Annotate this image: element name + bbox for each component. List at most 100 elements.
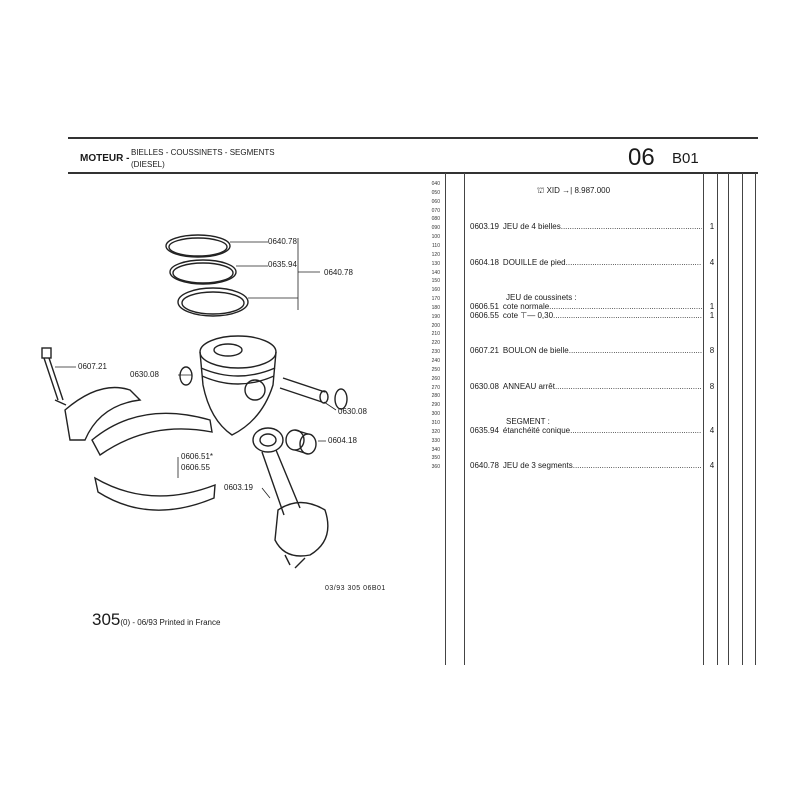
part-quantity: 1: [709, 222, 715, 232]
leader-dots: ........................................…: [560, 222, 702, 232]
group-heading: JEU de coussinets :: [470, 293, 738, 302]
part-quantity: 4: [709, 461, 715, 471]
line-number: 340: [431, 446, 440, 453]
line-number: 350: [431, 455, 440, 462]
part-reference: 0606.55: [470, 310, 499, 320]
line-number: 050: [431, 189, 440, 196]
heading-text: SEGMENT :: [506, 416, 550, 426]
leader-dots: ........................................…: [572, 461, 702, 471]
conrod-cap: [64, 386, 142, 441]
leader-dots: ........................................…: [565, 257, 702, 267]
page-title: BIELLES - COUSSINETS - SEGMENTS: [131, 148, 275, 157]
line-number: 230: [431, 349, 440, 356]
part-designation: JEU de 3 segments: [502, 461, 573, 471]
oversize-value: 0,30: [537, 310, 554, 320]
col-rule: [755, 173, 756, 665]
line-number: 120: [431, 251, 440, 258]
circlip-right: [334, 388, 348, 410]
oversize-icon: ⊤—: [518, 310, 538, 320]
part-designation: cote: [502, 310, 519, 320]
model-number: 305: [92, 610, 121, 629]
part-quantity: 1: [709, 310, 715, 320]
table-left-rule: [464, 173, 465, 665]
qty-left-rule: [703, 173, 704, 665]
part-quantity: 4: [709, 425, 715, 435]
part-quantity: 8: [709, 381, 715, 391]
group-number: 06: [628, 144, 655, 171]
engine-icon: ⛫: [537, 186, 545, 195]
line-number: 200: [431, 322, 440, 329]
piston-ring-oil: [177, 287, 249, 317]
callout-bearing-normal: 0606.51*: [181, 452, 214, 461]
bearing-shells: [91, 412, 216, 511]
line-number: 290: [431, 402, 440, 409]
callout-ring-top: 0640.78: [268, 237, 297, 246]
top-rule: [68, 137, 758, 139]
part-designation: JEU de 4 bielles: [502, 222, 561, 232]
plate-reference: 03/93 305 06B01: [325, 585, 386, 592]
line-number: 180: [431, 304, 440, 311]
line-number: 220: [431, 340, 440, 347]
circlip-left: [179, 366, 193, 386]
exploded-diagram: [41, 234, 348, 569]
callout-ring-middle: 0635.94: [268, 260, 297, 269]
leader-dots: ........................................…: [554, 381, 702, 391]
conrod-bolt: [41, 347, 67, 406]
connecting-rod: [252, 427, 329, 569]
leader-dots: ........................................…: [570, 425, 702, 435]
line-number: 150: [431, 278, 440, 285]
callout-ring-set: 0640.78: [324, 268, 353, 277]
piston-pin: [279, 377, 329, 404]
col-rule: [717, 173, 718, 665]
part-quantity: 8: [709, 346, 715, 356]
diagram-right-rule: [445, 173, 446, 665]
footer: 305(0) - 06/93 Printed in France: [92, 610, 220, 630]
col-rule: [728, 173, 729, 665]
line-number: 140: [431, 269, 440, 276]
line-number: 070: [431, 207, 440, 214]
line-number: 210: [431, 331, 440, 338]
group-heading: SEGMENT :: [470, 417, 738, 426]
callout-bearing-oversize: 0606.55: [181, 463, 210, 472]
line-number: 330: [431, 437, 440, 444]
callout-conrod: 0603.19: [224, 483, 253, 492]
line-number: 040: [431, 181, 440, 187]
part-quantity: 4: [709, 257, 715, 267]
piston-ring-top: [165, 234, 231, 258]
line-number: 130: [431, 260, 440, 267]
part-reference: 0635.94: [470, 425, 499, 435]
line-number: 280: [431, 393, 440, 400]
serial-number: 8.987.000: [574, 186, 611, 195]
line-number: 300: [431, 411, 440, 418]
line-number: 090: [431, 225, 440, 232]
part-designation: cote normale: [502, 301, 550, 311]
line-number: 190: [431, 313, 440, 320]
part-designation: étanchéité conique: [502, 425, 571, 435]
part-reference: 0603.19: [470, 222, 499, 232]
line-number: 310: [431, 419, 440, 426]
part-designation: ANNEAU arrêt: [502, 381, 555, 391]
part-reference: 0640.78: [470, 461, 499, 471]
callout-circlip-right: 0630.08: [338, 407, 367, 416]
line-number: 270: [431, 384, 440, 391]
callout-bush: 0604.18: [328, 436, 357, 445]
line-number: 110: [432, 242, 440, 249]
part-reference: 0607.21: [470, 346, 499, 356]
line-number: 260: [431, 375, 440, 382]
leader-dots: ........................................…: [553, 310, 702, 320]
leader-dots: ........................................…: [568, 346, 702, 356]
line-number: 160: [431, 287, 440, 294]
part-quantity: 1: [709, 301, 715, 311]
small-end-bush: [285, 429, 317, 455]
line-number: 080: [431, 216, 440, 223]
callout-bolt: 0607.21: [78, 362, 107, 371]
line-number: 100: [431, 234, 440, 241]
part-reference: 0604.18: [470, 257, 499, 267]
page-subtitle: (DIESEL): [131, 160, 165, 169]
part-designation: DOUILLE de pied: [502, 257, 566, 267]
line-number: 250: [431, 366, 440, 373]
